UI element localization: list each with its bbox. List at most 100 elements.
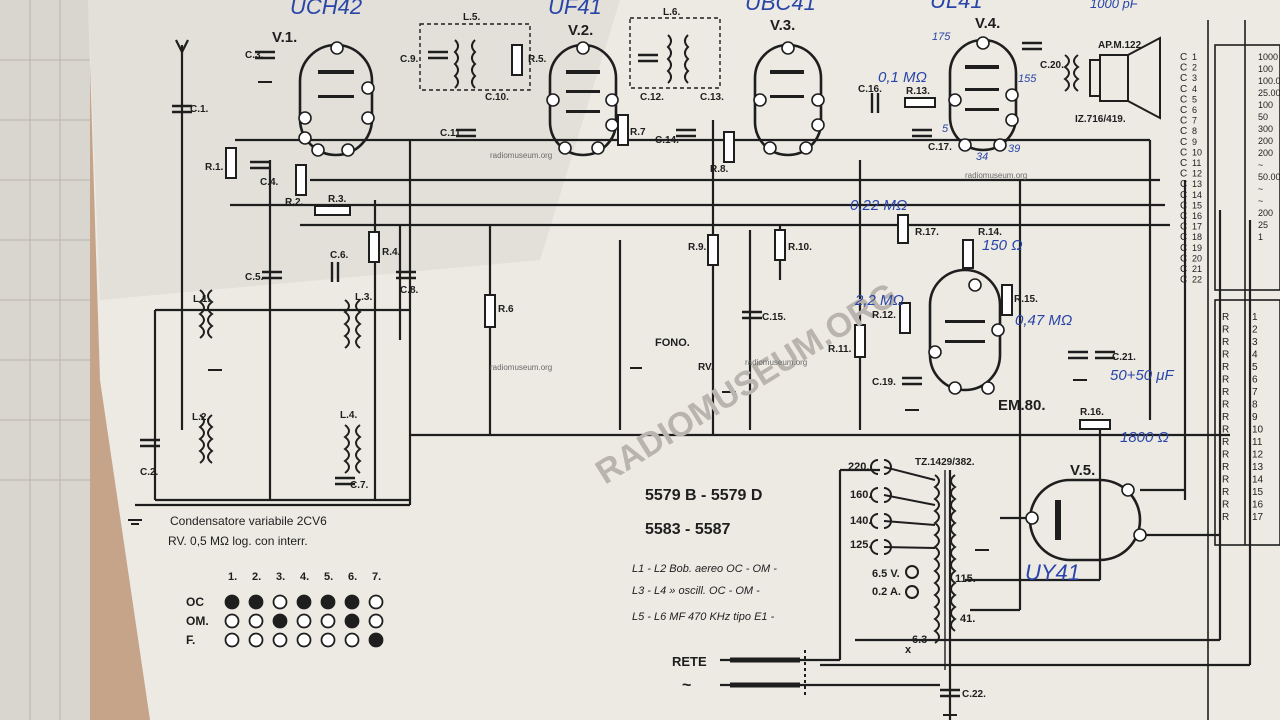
side-c-value: 1000 pF [1258, 52, 1280, 62]
side-c-label: C [1180, 137, 1187, 148]
side-c-number: 9 [1192, 137, 1197, 147]
hand-v2: UF41 [548, 0, 602, 19]
label-l1: L.1. [193, 294, 210, 305]
switch-dot-filled [344, 613, 360, 629]
side-r-number: 4 [1252, 350, 1258, 361]
side-c-number: 3 [1192, 73, 1197, 83]
switch-dot-empty [296, 613, 312, 629]
switch-dot-filled [224, 594, 240, 610]
side-r-label: R [1222, 337, 1229, 348]
label-r3: R.3. [328, 194, 347, 205]
side-c-value: ~ [1258, 160, 1263, 170]
label-r15: R.15. [1014, 294, 1038, 305]
side-c-label: C [1180, 253, 1187, 264]
label-r1: R.1. [205, 162, 224, 173]
lamp-voltage: 6.5 V. [872, 568, 900, 580]
switch-dot-filled [272, 613, 288, 629]
side-r-number: 7 [1252, 387, 1258, 398]
side-c-number: 8 [1192, 126, 1197, 136]
side-r-label: R [1222, 400, 1229, 411]
handwritten-values: 0,1 MΩ 0,22 MΩ 150 Ω 2,2 MΩ 0,47 MΩ 50+5… [850, 31, 1175, 446]
hand-top-right: 1000 pF [1090, 0, 1139, 11]
side-r-label: R [1222, 425, 1229, 436]
label-c1: C.1. [190, 104, 209, 115]
label-l2: L.2. [192, 412, 209, 423]
hand-v1: UCH42 [290, 0, 362, 19]
label-r2: R.2. [285, 197, 304, 208]
grid-lines [0, 0, 90, 720]
side-c-number: 6 [1192, 105, 1197, 115]
coil-notes: L1 - L2 Bob. aereo OC - OM - L3 - L4 » o… [632, 563, 777, 623]
component-labels: C.1. C.2. C.3. C.4. C.5. C.6. C.7. C.8. … [140, 50, 1136, 700]
note-variable-cap: Condensatore variabile 2CV6 [170, 514, 327, 528]
fono-label: FONO. [655, 337, 690, 349]
label-r11: R.11. [828, 344, 852, 355]
label-c9: C.9. [400, 54, 419, 65]
hand-pin-c: 5 [942, 123, 949, 135]
lamp-current: 0.2 A. [872, 586, 901, 598]
switch-row-label: OM. [186, 614, 209, 628]
speaker-icon [1089, 36, 1161, 120]
side-c-label: C [1180, 179, 1187, 190]
label-l3: L.3. [355, 292, 372, 303]
tap-switches [730, 459, 936, 695]
power-transformer-label: TZ.1429/382. [915, 457, 975, 468]
label-c8: C.8. [400, 285, 419, 296]
side-r-number: 9 [1252, 412, 1258, 423]
hand-v5: UY41 [1025, 560, 1080, 585]
switch-dot-empty [320, 632, 336, 648]
side-c-number: 18 [1192, 232, 1202, 242]
label-l4: L.4. [340, 410, 357, 421]
side-c-value: 300 [1258, 124, 1273, 134]
label-r17: R.17. [915, 227, 939, 238]
rete-label: RETE [672, 654, 707, 669]
side-c-value: 25.000 [1258, 88, 1280, 98]
side-c-label: C [1180, 147, 1187, 158]
coil-note-1: L1 - L2 Bob. aereo OC - OM - [632, 563, 777, 575]
tube-internals [318, 65, 1061, 540]
side-r-number: 13 [1252, 462, 1264, 473]
label-c16: C.16. [858, 84, 882, 95]
side-table: CCCCCCCCCCCCCCCCCCCCCC123456789101112131… [1180, 52, 1280, 523]
side-r-number: 17 [1252, 512, 1264, 523]
side-r-number: 5 [1252, 362, 1258, 373]
label-r16: R.16. [1080, 407, 1104, 418]
hand-pin-b: 155 [1018, 73, 1037, 85]
side-c-label: C [1180, 243, 1187, 254]
label-c7: C.7. [350, 480, 369, 491]
side-c-number: 16 [1192, 211, 1202, 221]
tube-em80-label: EM.80. [998, 397, 1046, 414]
side-c-number: 21 [1192, 264, 1202, 274]
switch-dot-empty [272, 632, 288, 648]
side-r-label: R [1222, 437, 1229, 448]
tube-v5-label: V.5. [1070, 462, 1095, 479]
capacitors [140, 41, 1115, 698]
l6-can [629, 17, 721, 89]
label-c15: C.15. [762, 312, 786, 323]
tube-v2-label: V.2. [568, 22, 593, 39]
label-c3: C.3. [245, 50, 264, 61]
side-c-label: C [1180, 158, 1187, 169]
label-c4: C.4. [260, 177, 279, 188]
ground-marks [128, 81, 1087, 716]
label-r12: R.12. [872, 310, 896, 321]
switch-column-2: 2. [252, 571, 261, 583]
label-c17: C.17. [928, 142, 952, 153]
side-c-label: C [1180, 169, 1187, 180]
switch-dot-empty [224, 613, 240, 629]
side-c-number: 15 [1192, 200, 1202, 210]
note-rv: RV. 0,5 MΩ log. con interr. [168, 534, 308, 548]
side-r-label: R [1222, 312, 1229, 323]
label-r9: R.9. [688, 242, 707, 253]
side-r-label: R [1222, 500, 1229, 511]
side-c-value: 100 [1258, 100, 1273, 110]
hand-r16: 1800 Ω [1120, 429, 1169, 446]
switch-column-6: 6. [348, 571, 357, 583]
side-r-label: R [1222, 462, 1229, 473]
side-c-value: 200 [1258, 208, 1273, 218]
switch-dot-empty [272, 594, 288, 610]
l6-label: L.6. [663, 7, 680, 18]
side-r-label: R [1222, 487, 1229, 498]
tube-v1-label: V.1. [272, 29, 297, 46]
